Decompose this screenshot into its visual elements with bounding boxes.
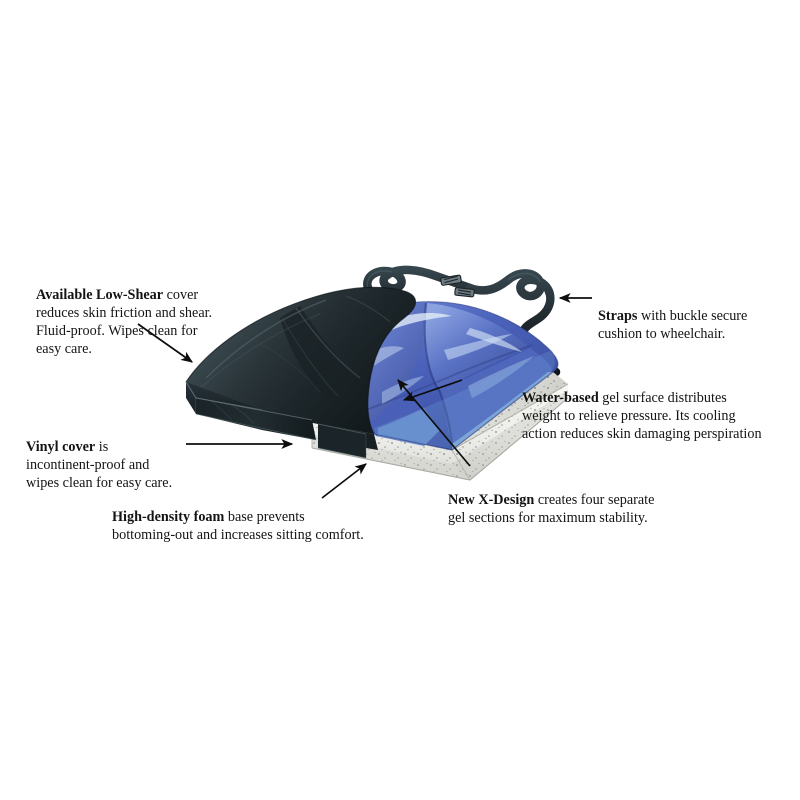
- callout-water-based-gel-lead: Water-based: [522, 390, 599, 407]
- callout-x-design-body: creates four separate gel sections for m…: [448, 492, 655, 527]
- gel-section-2: [423, 303, 528, 390]
- callout-high-density-foam-body: base prevents bottoming-out and increase…: [112, 509, 364, 544]
- strap-group: [363, 265, 561, 377]
- buckle-lower: [454, 287, 475, 298]
- strap-right: [465, 269, 561, 377]
- foam-base-front-face: [312, 420, 470, 466]
- callout-straps-lead: Straps: [598, 308, 638, 325]
- callout-straps: Straps with buckle secure cushion to whe…: [598, 289, 798, 343]
- callout-x-design-lead: New X-Design: [448, 492, 535, 509]
- callout-straps-body: with buckle secure cushion to wheelchair…: [598, 308, 748, 343]
- gel-seam-x2: [365, 344, 533, 411]
- callout-x-design: New X-Design creates four separate gel s…: [448, 473, 692, 527]
- callout-low-shear-body: cover reduces skin friction and shear. F…: [36, 287, 213, 358]
- callout-water-based-gel: Water-based gel surface distributes weig…: [522, 371, 790, 443]
- buckle-upper: [440, 274, 462, 286]
- strap-left: [363, 265, 475, 335]
- callout-high-density-foam-lead: High-density foam: [112, 509, 225, 526]
- cover-flap-2: [318, 424, 366, 458]
- arrow-water-based: [402, 379, 463, 402]
- callout-vinyl-cover-lead: Vinyl cover: [26, 439, 96, 456]
- callout-vinyl-cover-body: is incontinent-proof and wipes clean for…: [26, 439, 173, 492]
- cover-flap: [318, 424, 378, 450]
- gel-seam-x1: [423, 302, 454, 450]
- callout-low-shear-lead: Available Low-Shear: [36, 287, 164, 304]
- gel-section-1: [355, 302, 427, 424]
- callout-vinyl-cover: Vinyl cover is incontinent-proof and wip…: [26, 420, 226, 492]
- cover-fold-1: [280, 306, 358, 402]
- callout-water-based-gel-body: gel surface distributes weight to reliev…: [522, 390, 762, 443]
- arrow-x-design: [397, 379, 471, 467]
- callout-high-density-foam: High-density foam base prevents bottomin…: [112, 490, 412, 544]
- gel-section-3: [368, 394, 440, 446]
- callout-low-shear: Available Low-Shear cover reduces skin f…: [36, 268, 250, 358]
